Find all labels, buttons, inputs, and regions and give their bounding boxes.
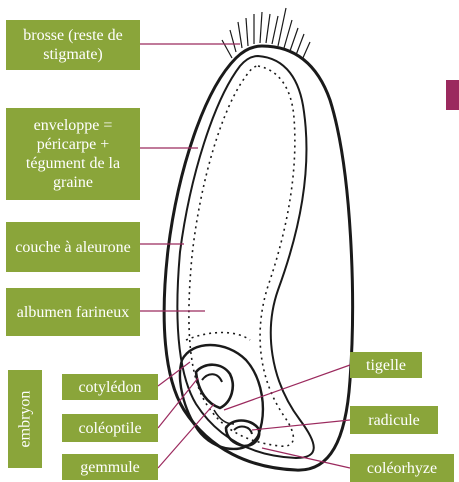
label-aleurone: couche à aleurone	[6, 222, 140, 272]
label-radicule: radicule	[350, 406, 438, 434]
label-coleoptile: coléoptile	[62, 414, 158, 442]
label-coleorhyze: coléorhyze	[350, 454, 454, 482]
label-gemmule: gemmule	[62, 454, 158, 480]
label-enveloppe: enveloppe = péricarpe + tégument de la g…	[6, 108, 140, 200]
leader-lines	[140, 44, 350, 468]
line-coleorhyze	[262, 448, 350, 468]
coleoptile-shape	[196, 365, 233, 408]
line-tigelle	[224, 365, 350, 410]
brush-hairs	[222, 8, 310, 60]
label-albumen: albumen farineux	[6, 288, 140, 336]
albumen-boundary	[186, 333, 250, 341]
label-embryon: embryon	[8, 370, 42, 468]
accent-bar	[446, 80, 459, 110]
aleurone-layer	[189, 66, 295, 446]
label-embryon-text: embryon	[16, 391, 34, 448]
label-cotyledon: cotylédon	[62, 374, 158, 400]
label-brosse: brosse (reste de stigmate)	[6, 20, 140, 70]
label-tigelle: tigelle	[350, 352, 422, 378]
